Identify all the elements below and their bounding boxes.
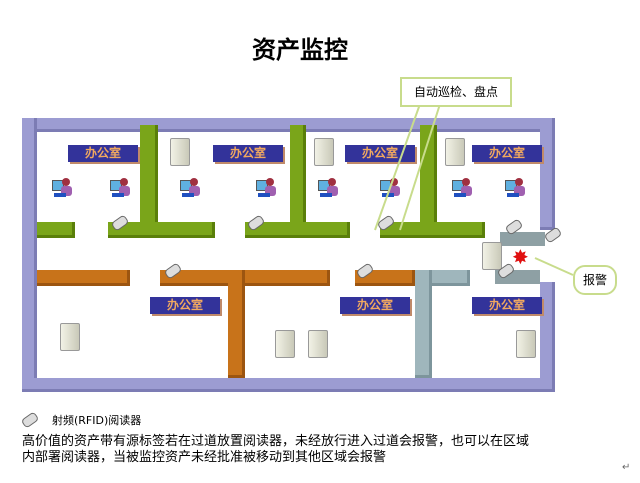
server-icon [482, 242, 502, 270]
legend-label: 射频(RFID)阅读器 [52, 414, 142, 427]
office-label: 办公室 [150, 297, 220, 314]
workstation-icon [452, 178, 474, 198]
server-icon [170, 138, 190, 166]
server-icon [445, 138, 465, 166]
office-label: 办公室 [340, 297, 410, 314]
partition [108, 222, 215, 238]
server-icon [314, 138, 334, 166]
description: 高价值的资产带有源标签若在过道放置阅读器，未经放行进入过道会报警，也可以在区域 … [22, 434, 529, 466]
workstation-icon [110, 178, 132, 198]
partition [160, 270, 330, 286]
workstation-icon [180, 178, 202, 198]
office-label: 办公室 [472, 145, 542, 162]
workstation-icon [318, 178, 340, 198]
wall-right-upper [540, 118, 555, 230]
partition [228, 270, 245, 378]
partition [37, 222, 75, 238]
description-line: 内部署阅读器，当被监控资产未经批准被移动到其他区域会报警 [22, 450, 387, 465]
wall-bottom [22, 378, 555, 392]
server-icon [308, 330, 328, 358]
wall-left [22, 118, 37, 392]
server-icon [516, 330, 536, 358]
office-label: 办公室 [213, 145, 283, 162]
partition [415, 270, 432, 378]
partition [245, 222, 350, 238]
rfid-reader-icon [20, 411, 40, 429]
partition [355, 270, 415, 286]
gate [500, 232, 545, 246]
legend: 射频(RFID)阅读器 [20, 411, 142, 429]
server-icon [60, 323, 80, 351]
office-label: 办公室 [472, 297, 542, 314]
workstation-icon [52, 178, 74, 198]
office-label: 办公室 [345, 145, 415, 162]
wall-right-lower [540, 282, 555, 392]
description-line: 高价值的资产带有源标签若在过道放置阅读器，未经放行进入过道会报警，也可以在区域 [22, 434, 530, 449]
workstation-icon [256, 178, 278, 198]
patrol-callout: 自动巡检、盘点 [400, 77, 512, 107]
page-title: 资产监控 [252, 36, 348, 64]
partition [140, 125, 158, 235]
workstation-icon [505, 178, 527, 198]
alarm-callout: 报警 [573, 265, 617, 295]
partition [37, 270, 130, 286]
paragraph-mark: ↵ [622, 462, 631, 473]
office-label: 办公室 [68, 145, 138, 162]
partition [290, 125, 306, 235]
partition [380, 222, 485, 238]
server-icon [275, 330, 295, 358]
alarm-burst-icon: ✸ [512, 245, 529, 269]
